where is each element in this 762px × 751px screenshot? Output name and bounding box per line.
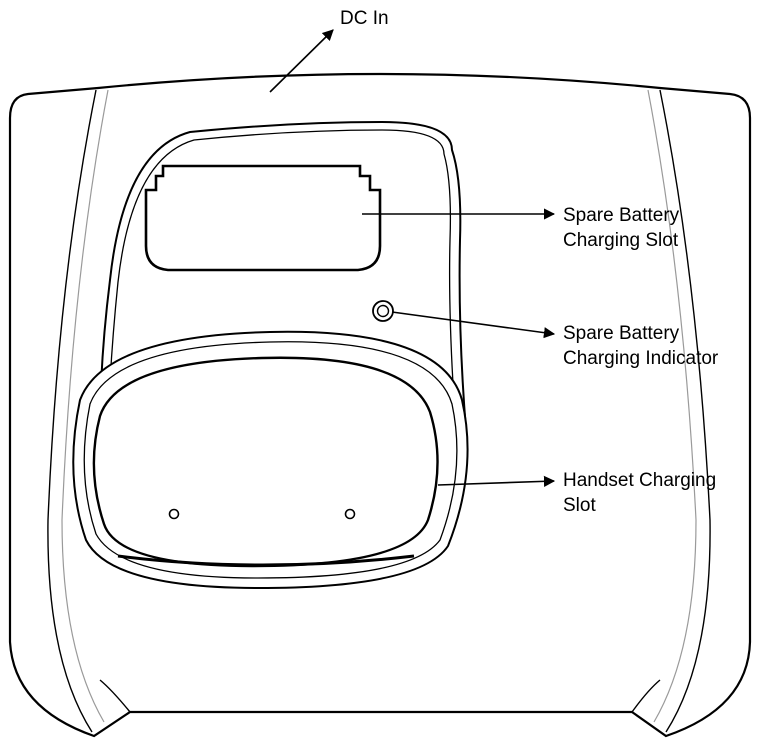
spare-battery-slot-label: Spare Battery Charging Slot (563, 203, 679, 253)
right-side-groove-highlight (647, 89, 697, 723)
left-side-groove (47, 89, 97, 733)
spare-battery-slot-label-line2: Charging Slot (563, 230, 679, 251)
handset-contact-right (344, 508, 356, 520)
spare-battery-indicator-label-line2: Charging Indicator (563, 348, 719, 369)
upper-recess-inner (107, 129, 457, 431)
dc-in-label: DC In (340, 6, 389, 31)
handset-charging-slot-label: Handset Charging Slot (563, 468, 716, 518)
handset-contact-left (168, 508, 180, 520)
right-side-groove (659, 89, 711, 733)
handset-slot-leader (437, 475, 556, 487)
dc-in-leader (269, 29, 334, 93)
spare-battery-indicator-label: Spare Battery Charging Indicator (563, 321, 718, 371)
handset-charging-slot (92, 356, 439, 568)
spare-battery-indicator-label-line1: Spare Battery (563, 323, 680, 344)
bottom-left-notch (99, 679, 131, 713)
handset-slot-bottom-lip (117, 554, 415, 567)
handset-charging-slot-label-line2: Slot (563, 495, 596, 516)
spare-battery-slot (144, 164, 382, 272)
handset-charging-slot-label-line1: Handset Charging (563, 470, 717, 491)
spare-battery-slot-label-line1: Spare Battery (563, 205, 680, 226)
handset-recess-inner-ring (83, 341, 458, 579)
left-side-groove-highlight (61, 89, 109, 723)
indicator-leader (391, 311, 556, 339)
dc-in-label-text: DC In (340, 8, 389, 29)
bottom-right-notch (631, 679, 661, 713)
spare-battery-indicator-inner (376, 304, 390, 318)
